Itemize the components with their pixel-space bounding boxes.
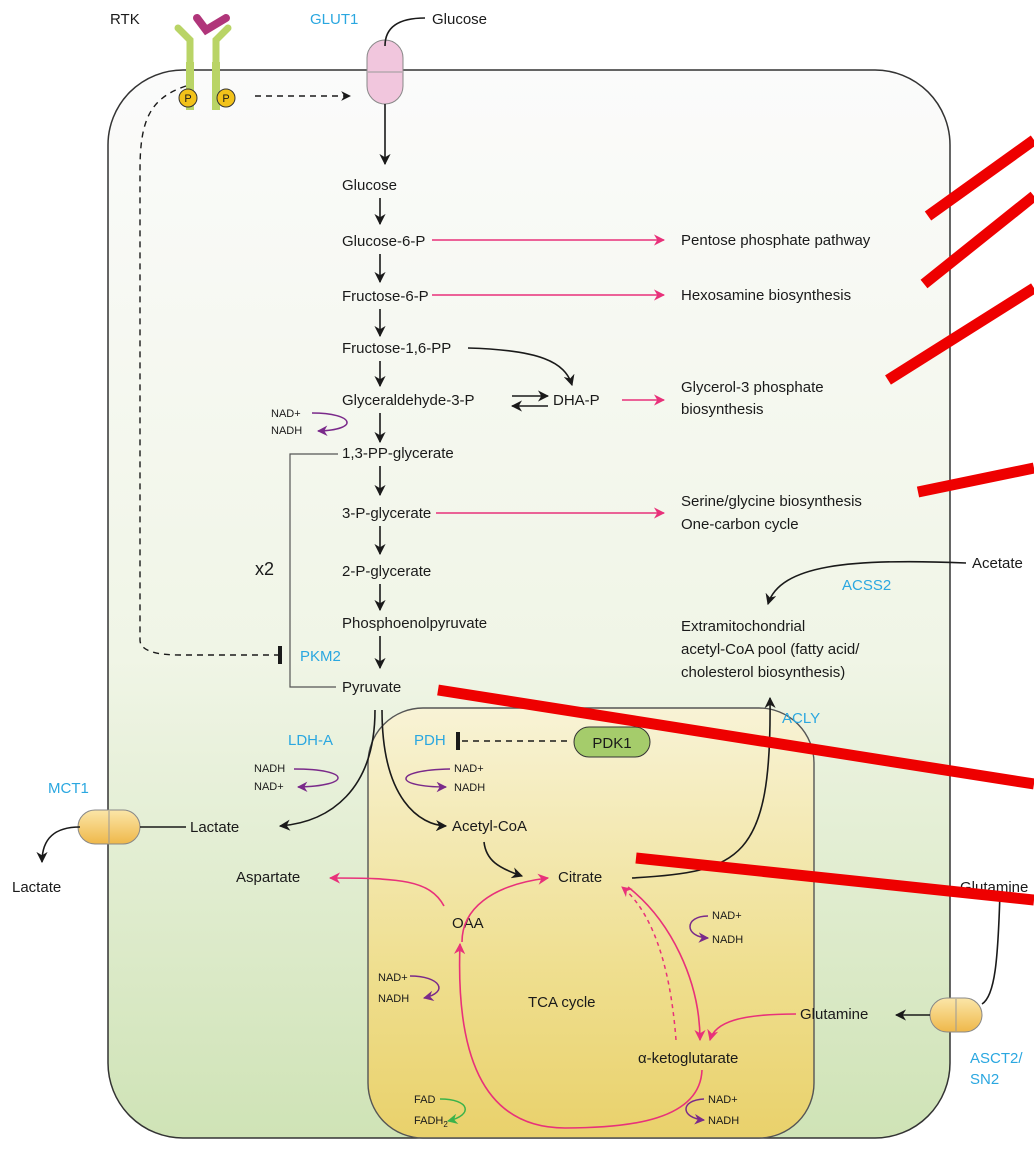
oaa-nad: NAD+ <box>378 972 408 984</box>
fad: FAD <box>414 1094 435 1106</box>
acetyl-coa-pool-line2: acetyl-CoA pool (fatty acid/ <box>681 641 860 658</box>
phosphoenolpyruvate: Phosphoenolpyruvate <box>342 615 487 632</box>
hexosamine-biosynthesis: Hexosamine biosynthesis <box>681 287 851 304</box>
extracellular-lactate: Lactate <box>12 879 61 896</box>
pdh-nad: NAD+ <box>454 763 484 775</box>
mito-glutamine: Glutamine <box>800 1006 868 1023</box>
ldh-nadh: NADH <box>254 763 285 775</box>
asct2-label-line1: ASCT2/ <box>970 1050 1023 1067</box>
tca-cycle-label: TCA cycle <box>528 994 596 1011</box>
oaa-nadh: NADH <box>378 993 409 1005</box>
ldh-a-label: LDH-A <box>288 732 333 749</box>
red-annotation-line-6 <box>635 852 1034 906</box>
glycolysis-nad: NAD+ <box>271 408 301 420</box>
extracellular-acetate: Acetate <box>972 555 1023 572</box>
serine-glycine-line2: One-carbon cycle <box>681 516 799 533</box>
glyceraldehyde-3-p: Glyceraldehyde-3-P <box>342 392 475 409</box>
pdk1-label: PDK1 <box>592 735 631 752</box>
glycerol-3p-line1: Glycerol-3 phosphate <box>681 379 824 396</box>
x2-label: x2 <box>255 559 274 579</box>
pentose-phosphate-pathway: Pentose phosphate pathway <box>681 232 871 249</box>
acetyl-coa: Acetyl-CoA <box>452 818 527 835</box>
glycolysis-nadh: NADH <box>271 425 302 437</box>
acetyl-coa-pool-line3: cholesterol biosynthesis) <box>681 664 845 681</box>
pdk1-box <box>573 726 651 758</box>
acetyl-coa-pool-line1: Extramitochondrial <box>681 618 805 635</box>
bpg: 1,3-PP-glycerate <box>342 445 454 462</box>
pdh-label: PDH <box>414 732 446 749</box>
acly-label: ACLY <box>782 710 820 727</box>
intracellular-lactate: Lactate <box>190 819 239 836</box>
2-p-glycerate: 2-P-glycerate <box>342 563 431 580</box>
red-annotation-line-5 <box>437 684 1034 790</box>
fructose-1-6-pp: Fructose-1,6-PP <box>342 340 451 357</box>
mitochondrion <box>367 707 815 1139</box>
pdh-nadh: NADH <box>454 782 485 794</box>
fadh2: FADH2 <box>414 1115 448 1129</box>
3-p-glycerate: 3-P-glycerate <box>342 505 431 522</box>
cit-nadh: NADH <box>712 934 743 946</box>
red-annotation-line-2 <box>920 191 1034 289</box>
red-annotation-line-4 <box>916 462 1034 498</box>
aspartate: Aspartate <box>236 869 300 886</box>
glucose-6-p: Glucose-6-P <box>342 233 425 250</box>
citrate: Citrate <box>558 869 602 886</box>
fructose-6-p: Fructose-6-P <box>342 288 429 305</box>
serine-glycine-line1: Serine/glycine biosynthesis <box>681 493 862 510</box>
alpha-ketoglutarate: α-ketoglutarate <box>638 1050 738 1067</box>
glut1-label: GLUT1 <box>310 11 358 28</box>
phospho-p-left: P <box>184 93 191 105</box>
cit-nad: NAD+ <box>712 910 742 922</box>
oaa: OAA <box>452 915 484 932</box>
phospho-p-right: P <box>222 93 229 105</box>
glucose: Glucose <box>342 177 397 194</box>
mct1-label: MCT1 <box>48 780 89 797</box>
rtk-label: RTK <box>110 11 140 28</box>
dha-p: DHA-P <box>553 392 600 409</box>
pyruvate: Pyruvate <box>342 679 401 696</box>
akg-nad: NAD+ <box>708 1094 738 1106</box>
red-annotation-line-3 <box>885 283 1034 385</box>
asct2-label-line2: SN2 <box>970 1071 999 1088</box>
ldh-nad: NAD+ <box>254 781 284 793</box>
glycerol-3p-line2: biosynthesis <box>681 401 764 418</box>
acss2-label: ACSS2 <box>842 577 891 594</box>
fadh2-subscript: 2 <box>443 1120 448 1129</box>
pkm2-label: PKM2 <box>300 648 341 665</box>
akg-nadh: NADH <box>708 1115 739 1127</box>
rtk-receptor: P P <box>174 14 236 110</box>
extracellular-glucose: Glucose <box>432 11 487 28</box>
red-annotation-line-1 <box>924 135 1034 221</box>
